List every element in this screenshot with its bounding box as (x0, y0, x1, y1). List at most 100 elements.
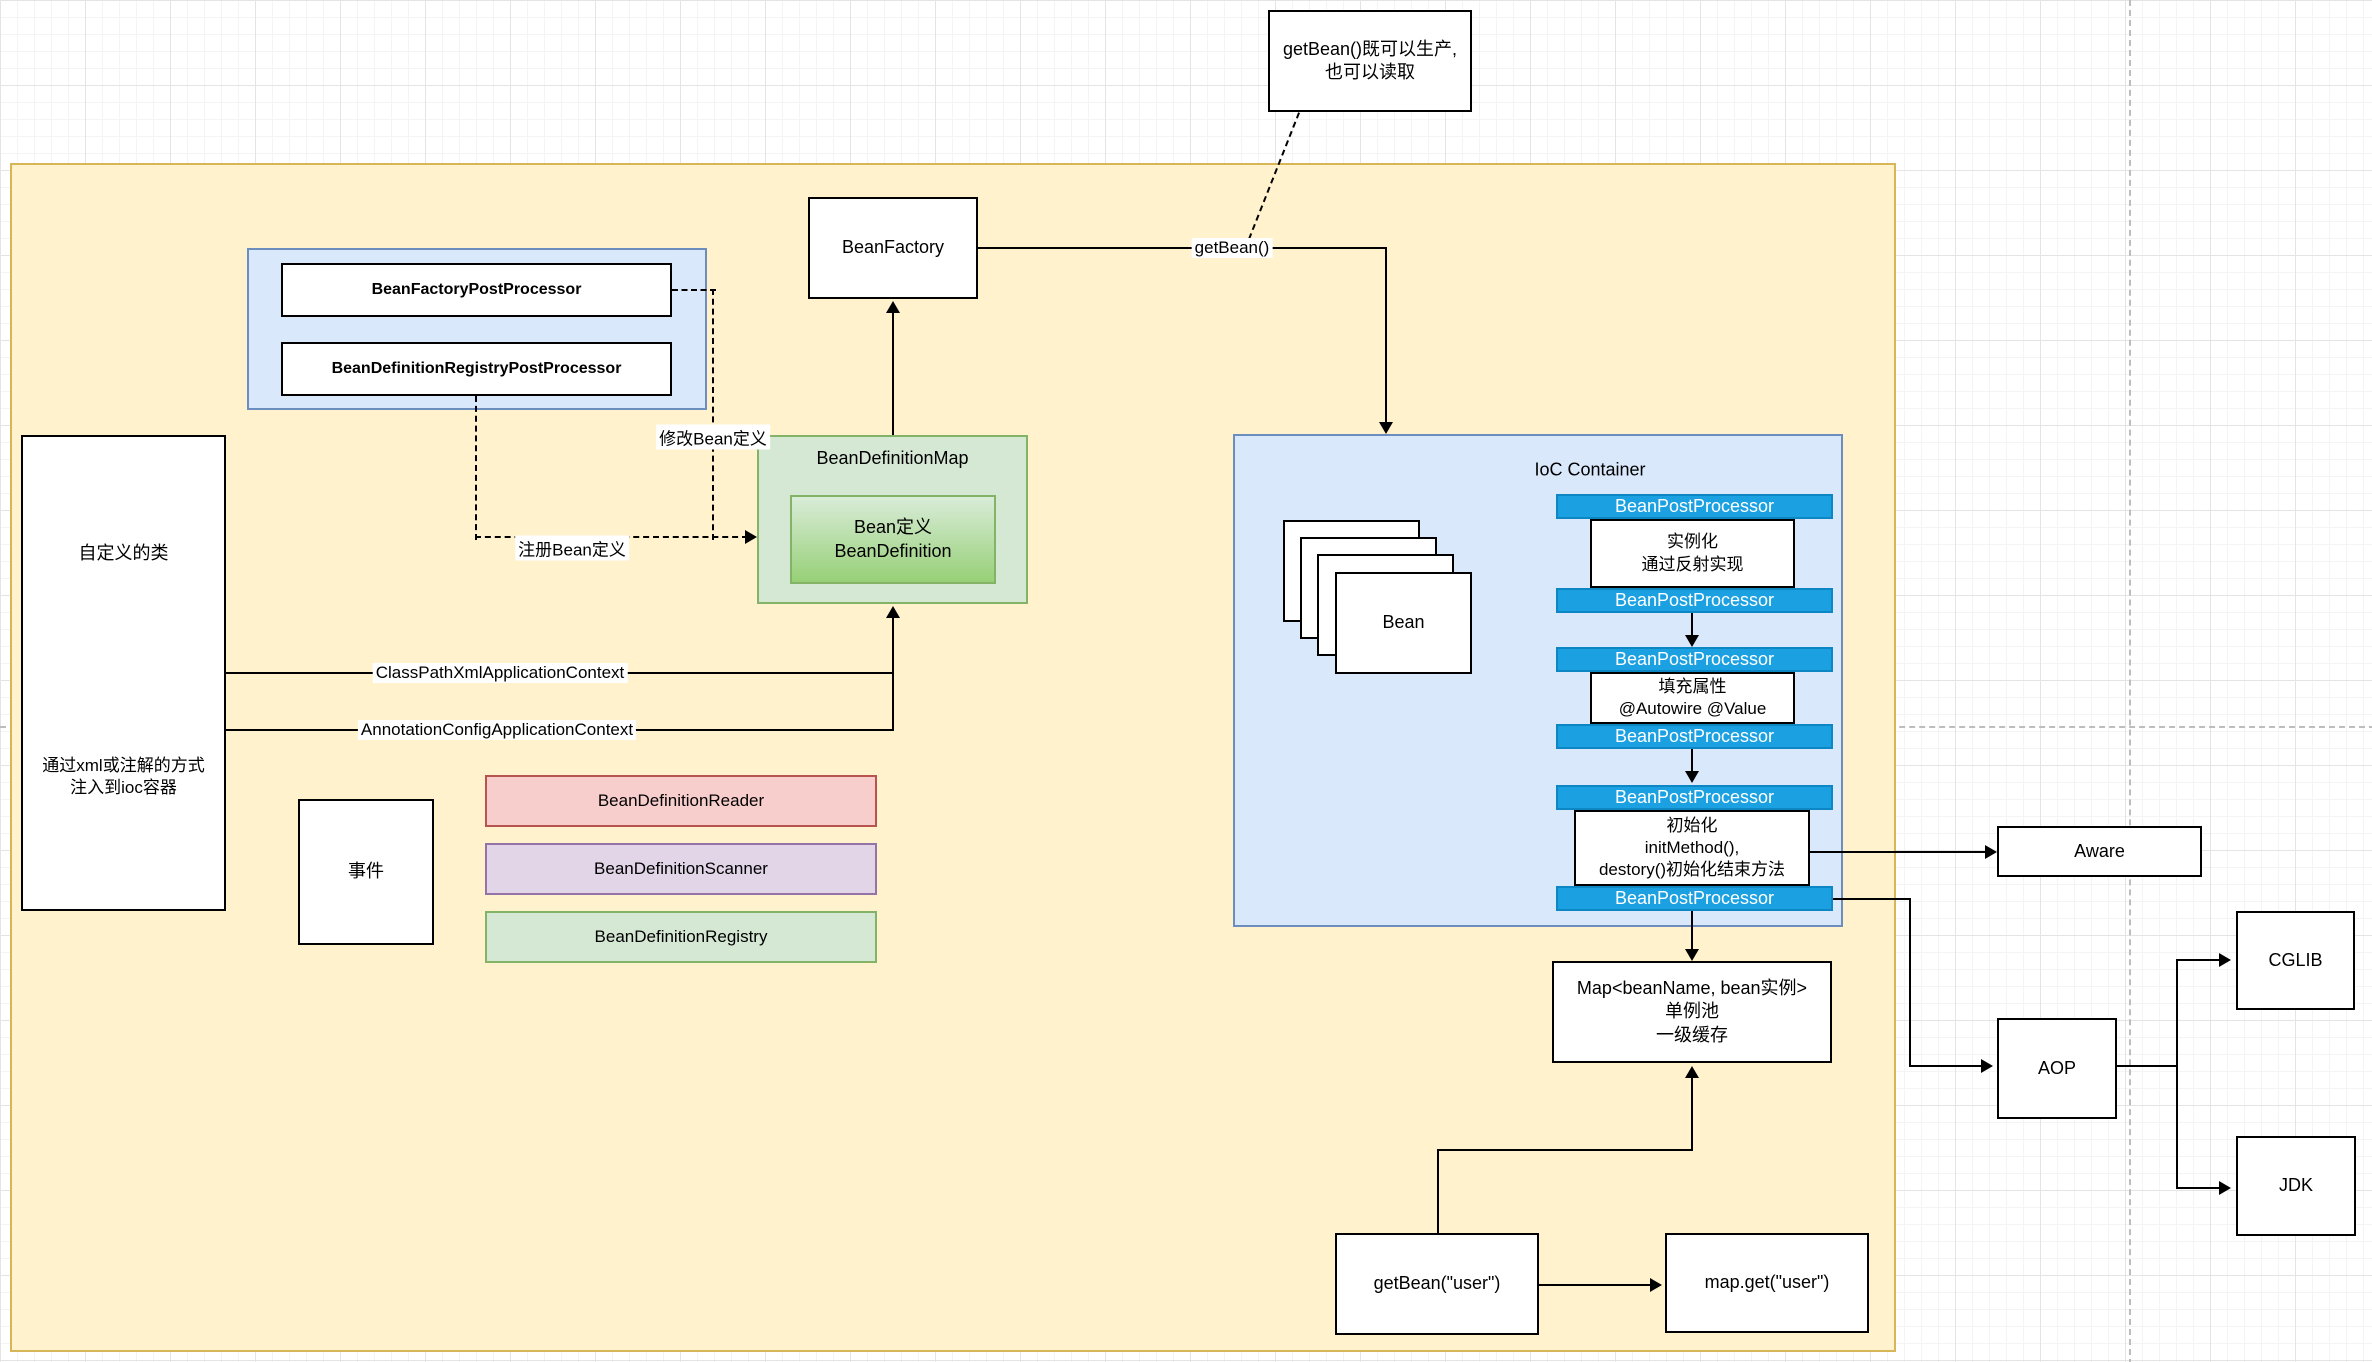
node-jdk[interactable]: JDK (2236, 1136, 2356, 1236)
stage-line: 通过反射实现 (1641, 554, 1744, 574)
node-beanpostprocessor-5[interactable]: BeanPostProcessor (1556, 785, 1833, 810)
node-aop[interactable]: AOP (1997, 1018, 2117, 1119)
node-stage-initialize[interactable]: 初始化 initMethod(), destory()初始化结束方法 (1574, 810, 1810, 886)
node-mapget-user[interactable]: map.get("user") (1665, 1233, 1869, 1333)
edge-stage1-stage2 (1691, 613, 1693, 639)
node-event[interactable]: 事件 (298, 799, 434, 945)
node-beanpostprocessor-4[interactable]: BeanPostProcessor (1556, 724, 1833, 749)
arrowhead (2219, 953, 2231, 967)
edge-getuser-h (1437, 1149, 1693, 1151)
node-beandefinitionscanner[interactable]: BeanDefinitionScanner (485, 843, 877, 895)
note-line1: getBean()既可以生产, (1282, 38, 1458, 59)
node-label: BeanDefinitionScanner (594, 858, 768, 878)
node-label: 自定义的类 (78, 543, 169, 563)
node-beanpostprocessor-6[interactable]: BeanPostProcessor (1556, 886, 1833, 911)
node-aware[interactable]: Aware (1997, 826, 2202, 877)
arrowhead (886, 606, 900, 618)
node-label: 事件 (348, 861, 384, 882)
node-bean[interactable]: Bean (1335, 572, 1472, 674)
node-label-line1: Bean定义 (853, 517, 933, 538)
edge-aop-split-h (2117, 1065, 2177, 1067)
edge-bdmap-beanfactory (892, 306, 894, 435)
node-cglib[interactable]: CGLIB (2236, 911, 2355, 1010)
node-beanpostprocessor-2[interactable]: BeanPostProcessor (1556, 588, 1833, 613)
node-beanpostprocessor-3[interactable]: BeanPostProcessor (1556, 647, 1833, 672)
edge-bpp-aop-h2 (1909, 1065, 1985, 1067)
edge-context-v (892, 611, 894, 731)
note-getbean[interactable]: getBean()既可以生产, 也可以读取 (1268, 10, 1472, 112)
node-label: Aware (2074, 840, 2125, 861)
stage-line: 实例化 (1667, 532, 1718, 552)
node-label: BeanDefinitionMap (816, 448, 969, 468)
bar-label: BeanPostProcessor (1614, 496, 1775, 516)
edge-getuser-mapget (1539, 1284, 1652, 1286)
edge-split-v (2176, 959, 2178, 1189)
arrowhead (886, 301, 900, 313)
bar-label: BeanPostProcessor (1614, 888, 1775, 908)
bar-label: BeanPostProcessor (1614, 649, 1775, 669)
node-label: getBean("user") (1373, 1273, 1501, 1294)
stage-line: initMethod(), (1644, 837, 1740, 857)
edge-getuser-v1 (1691, 1071, 1693, 1151)
node-label-line1: Map<beanName, bean实例> (1576, 977, 1808, 998)
arrowhead (1685, 949, 1699, 961)
edge-getbean-v (1385, 247, 1387, 425)
node-label: CGLIB (2268, 949, 2323, 970)
edge-bpp-aop-v (1909, 898, 1911, 1066)
node-label: Bean (1382, 612, 1425, 633)
ioc-container-title: IoC Container (1534, 459, 1646, 480)
note-line2: 也可以读取 (1325, 62, 1415, 82)
edge-getuser-v2 (1437, 1149, 1439, 1233)
node-label: BeanFactory (841, 237, 945, 258)
arrowhead (1685, 635, 1699, 647)
edge-split-jdk (2176, 1187, 2223, 1189)
edge-label-register[interactable]: 注册Bean定义 (515, 535, 629, 561)
edge-getbean-h (978, 247, 1386, 249)
node-stage-populate[interactable]: 填充属性 @Autowire @Value (1590, 672, 1795, 724)
arrowhead (745, 530, 757, 544)
node-label: BeanDefinitionRegistry (594, 926, 768, 946)
edge-label-getbean[interactable]: getBean() (1191, 238, 1273, 258)
stage-line: 初始化 (1666, 815, 1718, 835)
edge-init-aware (1810, 851, 1989, 853)
edge-register-v (475, 396, 477, 540)
arrowhead (1685, 771, 1699, 783)
edge-modify-h (672, 289, 716, 291)
node-label-line3: 一级缓存 (1656, 1024, 1728, 1045)
edge-modify-v (712, 289, 714, 540)
node-custom-class[interactable]: 自定义的类 通过xml或注解的方式 注入到ioc容器 (21, 435, 226, 911)
node-getbean-user[interactable]: getBean("user") (1335, 1233, 1539, 1335)
arrowhead (1985, 845, 1997, 859)
stage-line: 填充属性 (1658, 676, 1727, 696)
arrowhead (1685, 1066, 1699, 1078)
bar-label: BeanPostProcessor (1614, 787, 1775, 807)
node-beandefinitionregistry[interactable]: BeanDefinitionRegistry (485, 911, 877, 963)
node-label: JDK (2278, 1175, 2313, 1196)
edge-split-cglib (2176, 959, 2223, 961)
edge-label-annotation[interactable]: AnnotationConfigApplicationContext (357, 720, 637, 740)
edge-label-classpath[interactable]: ClassPathXmlApplicationContext (372, 663, 628, 683)
page-break-vertical (2129, 0, 2131, 1362)
bar-label: BeanPostProcessor (1614, 590, 1775, 610)
arrowhead (1379, 422, 1393, 434)
node-label-line2: 单例池 (1665, 1001, 1719, 1022)
stage-line: destory()初始化结束方法 (1598, 860, 1786, 880)
arrowhead (2219, 1181, 2231, 1195)
node-beandefinitionreader[interactable]: BeanDefinitionReader (485, 775, 877, 827)
node-beanfactorypostprocessor[interactable]: BeanFactoryPostProcessor (281, 263, 672, 317)
edge-label-modify[interactable]: 修改Bean定义 (656, 424, 770, 450)
node-singleton-map[interactable]: Map<beanName, bean实例> 单例池 一级缓存 (1552, 961, 1832, 1063)
node-beandefinition[interactable]: Bean定义 BeanDefinition (790, 495, 996, 584)
node-beandefinitionregistrypostprocessor[interactable]: BeanDefinitionRegistryPostProcessor (281, 342, 672, 396)
edge-bpp-aop-h1 (1833, 898, 1910, 900)
arrowhead (1981, 1059, 1993, 1073)
node-label: BeanDefinitionReader (597, 790, 765, 810)
node-label: AOP (2037, 1057, 2076, 1078)
edge-bpp-map (1691, 911, 1693, 953)
node-beanpostprocessor-1[interactable]: BeanPostProcessor (1556, 494, 1833, 519)
node-label: BeanFactoryPostProcessor (371, 280, 582, 298)
node-stage-instantiate[interactable]: 实例化 通过反射实现 (1590, 519, 1795, 588)
node-beanfactory[interactable]: BeanFactory (808, 197, 978, 299)
bar-label: BeanPostProcessor (1614, 726, 1775, 746)
node-sublabel: 通过xml或注解的方式 注入到ioc容器 (42, 756, 205, 798)
